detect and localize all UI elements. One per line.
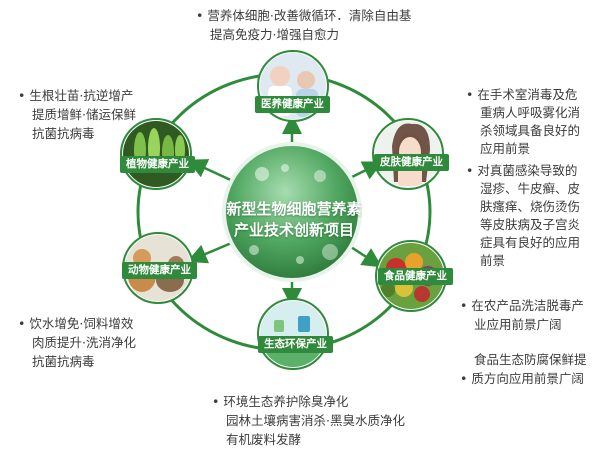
center-title: 新型生物细胞营养素 产业技术创新项目 [209,199,379,241]
desc-skin-line: 症具有良好的应用 [480,235,581,250]
desc-skin-line: 肤瘙痒、烧伤烫伤 [480,199,581,214]
desc-animal: • 饮水增免·饲料增效 肉质提升·洗消净化 抗菌抗病毒 [18,314,136,371]
center-title-line1: 新型生物细胞营养素 [226,200,362,218]
desc-skin-line: 前景 [480,253,506,268]
desc-food-line: 业应用前景广阔 [474,317,562,332]
desc-skin-line: 杀领域具备良好的 [480,123,581,138]
desc-skin-line: • 对真菌感染导致的 [466,163,578,178]
desc-animal-line: 抗菌抗病毒 [32,354,95,369]
desc-plant-line: • 生根壮苗·抗逆增产 [18,88,134,103]
node-label-animal: 动物健康产业 [122,262,197,279]
desc-plant-line: 抗菌抗病毒 [32,126,95,141]
node-label-plant: 植物健康产业 [120,156,195,173]
node-label-medical: 医养健康产业 [255,96,330,113]
desc-food-line: • 质方向应用前景广阔 [460,371,584,386]
node-label-food: 食品健康产业 [378,268,453,285]
desc-food-line: • 在农产品洗洁脱毒产 [460,298,584,313]
center-circle [222,142,362,282]
desc-food-a: • 在农产品洗洁脱毒产 业应用前景广阔 [460,296,584,334]
desc-plant-line: 提质增鲜·储运保鲜 [32,107,136,122]
desc-medical-line: 提高免疫力·增强自愈力 [210,27,339,42]
eco-node-image [257,298,329,370]
desc-skin-line: 等皮肤病及子宫炎 [480,217,581,232]
desc-food-b: 食品生态防腐保鲜提 • 质方向应用前景广阔 [460,350,587,388]
desc-skin-a: • 在手术室消毒及危 重病人呼吸雾化消 杀领域具备良好的 应用前景 [466,86,580,158]
desc-skin-line: 湿疹、牛皮癣、皮 [480,181,581,196]
desc-food-line: 食品生态防腐保鲜提 [474,352,587,367]
center-title-line2: 产业技术创新项目 [233,221,354,239]
desc-medical-line: • 营养体细胞·改善微循环．清除自由基 [196,8,412,23]
desc-skin-line: 应用前景 [480,141,531,156]
desc-eco-line: 有机废料发酵 [226,432,302,447]
desc-eco-line: • 环境生态养护除臭净化 [212,394,349,409]
desc-skin-line: • 在手术室消毒及危 [466,87,578,102]
desc-animal-line: • 饮水增免·饲料增效 [18,316,134,331]
desc-medical: • 营养体细胞·改善微循环．清除自由基 提高免疫力·增强自愈力 [196,6,411,44]
node-label-eco: 生态环保产业 [258,336,333,353]
desc-skin-b: • 对真菌感染导致的 湿疹、牛皮癣、皮 肤瘙痒、烧伤烫伤 等皮肤病及子宫炎 症具… [466,162,580,270]
desc-eco-line: 园林土壤病害消杀·黑臭水质净化 [226,413,405,428]
node-label-skin: 皮肤健康产业 [374,154,449,171]
desc-plant: • 生根壮苗·抗逆增产 提质增鲜·储运保鲜 抗菌抗病毒 [18,86,136,143]
desc-skin-line: 重病人呼吸雾化消 [480,105,581,120]
desc-animal-line: 肉质提升·洗消净化 [32,335,136,350]
desc-eco: • 环境生态养护除臭净化 园林土壤病害消杀·黑臭水质净化 有机废料发酵 [212,392,405,449]
